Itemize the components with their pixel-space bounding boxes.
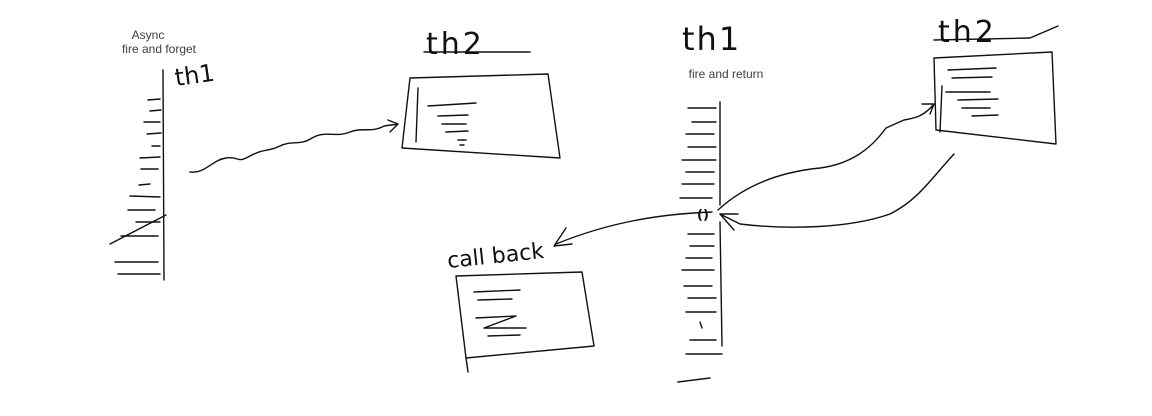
left-th1-label: th1 [173, 59, 216, 92]
right-worker-box-lines [945, 67, 999, 117]
async-title-text: Async [131, 28, 165, 42]
fire-and-forget-subtitle: fire and forget [104, 42, 214, 56]
left-thread-timeline [162, 69, 165, 281]
fire-arrow-to-th2 [717, 103, 935, 211]
call-marker: () [697, 208, 709, 223]
right-th2-label: th2 [938, 15, 997, 50]
left-thread-ticks [114, 98, 162, 275]
callback-box-lines [473, 289, 527, 337]
async-title: Async [118, 28, 178, 42]
callback-box [455, 271, 595, 373]
fire-and-forget-text: fire and forget [121, 42, 197, 56]
right-worker-box [933, 25, 1059, 145]
right-thread-timeline-lower [719, 221, 723, 347]
right-thread-ticks [677, 107, 723, 383]
left-worker-box-lines [427, 102, 477, 146]
fire-and-return-label: fire and return [676, 67, 776, 81]
left-th2-label: th2 [426, 27, 485, 62]
left-thread-slash [109, 214, 167, 245]
fire-and-return-text: fire and return [688, 67, 764, 81]
right-thread-small-mark [699, 321, 703, 329]
callback-arrow [553, 211, 713, 247]
right-th1-label: th1 [682, 20, 741, 58]
callback-label: call back [446, 239, 545, 274]
return-arrow-to-th1 [719, 153, 955, 231]
left-worker-box [401, 51, 561, 159]
left-fire-arrow [189, 119, 399, 173]
right-thread-th1 [677, 101, 723, 383]
left-thread-th1 [109, 69, 167, 281]
